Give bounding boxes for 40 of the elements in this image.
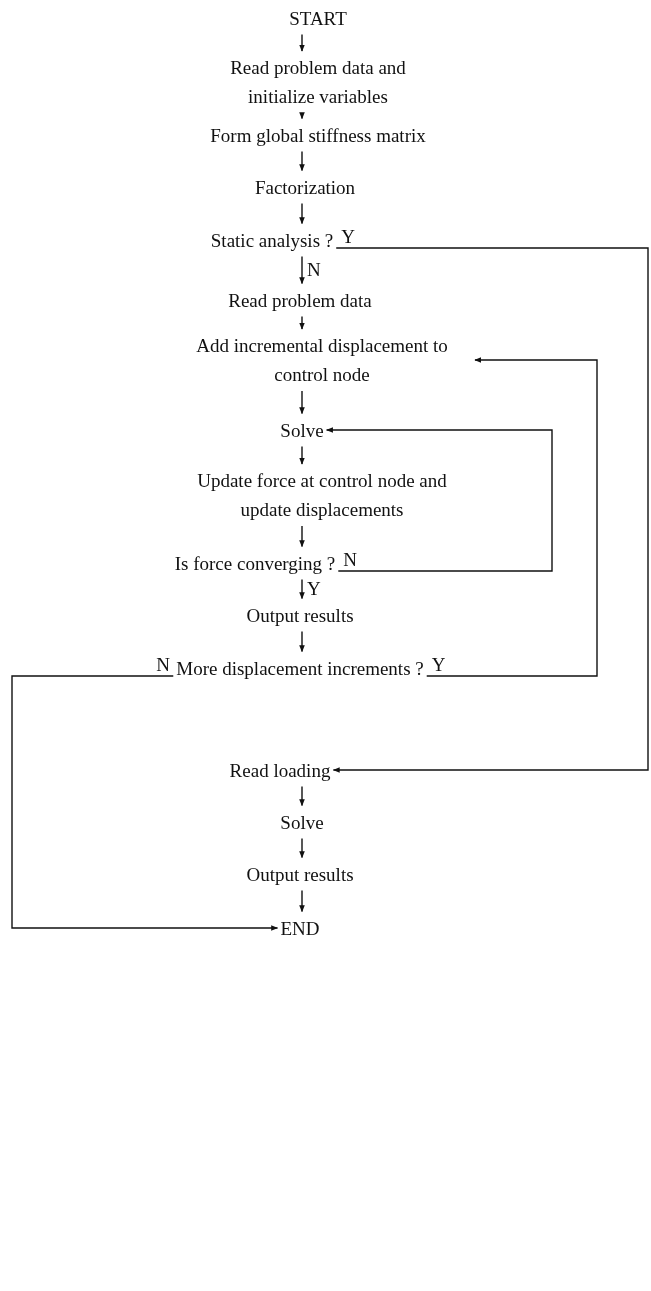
arrow (325, 427, 553, 572)
arrow (299, 889, 305, 913)
flow-step-text: Is force converging ? (174, 548, 336, 578)
flow-step-text: Form global stiffness matrix (210, 120, 426, 150)
arrow (299, 525, 305, 548)
flow-step-text: Solve (280, 415, 324, 445)
arrow (299, 837, 305, 859)
edge-label: N (342, 551, 358, 569)
flow-step-text: Output results (246, 600, 354, 630)
flow-step-text: Static analysis ? (210, 225, 334, 255)
arrow (299, 390, 305, 415)
flow-step-text: Read loading (229, 755, 331, 785)
arrow (299, 630, 305, 653)
arrow (11, 675, 279, 931)
arrow (299, 578, 305, 600)
edge-label: Y (306, 580, 322, 598)
arrow (299, 255, 305, 285)
arrow (299, 445, 305, 465)
flow-step-text: Output results (246, 859, 354, 889)
flow-step-text: Read problem data and initialize variables (208, 53, 428, 111)
edge-label: Y (340, 228, 356, 246)
arrow (299, 112, 305, 120)
arrow (299, 315, 305, 330)
flow-step-text: Update force at control node and update displacements (172, 466, 472, 524)
flow-step-text: Factorization (254, 172, 356, 202)
arrow (299, 150, 305, 172)
edge-label: Y (430, 656, 447, 674)
flow-step-text: START (289, 3, 347, 33)
flow-step-text: More displacement increments ? (176, 653, 424, 683)
flow-step-text: Add incremental displacement to control node (172, 331, 472, 389)
flow-step-text: Read problem data (228, 285, 372, 315)
edge-label: N (306, 261, 322, 279)
arrow (426, 357, 598, 677)
arrow (299, 785, 305, 807)
flow-step-text: Solve (280, 807, 324, 837)
arrow (299, 202, 305, 225)
arrow (332, 247, 649, 773)
edge-label: N (155, 656, 171, 674)
flow-step-text: END (280, 913, 320, 943)
arrow (299, 33, 305, 52)
